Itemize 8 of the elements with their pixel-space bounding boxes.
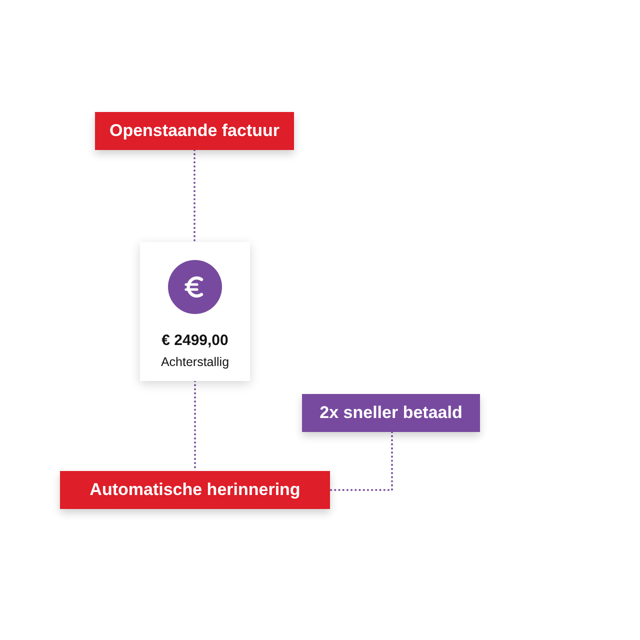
status-text: Achterstallig: [160, 355, 230, 369]
amount-text: € 2499,00: [162, 332, 228, 349]
label-box: Openstaande factuur: [95, 112, 294, 150]
connector-line: [329, 431, 393, 491]
amount-card: [140, 242, 250, 381]
label-box: Automatische herinnering: [60, 471, 330, 509]
connector-line: [194, 149, 196, 243]
label-box: 2x sneller betaald: [302, 394, 480, 432]
